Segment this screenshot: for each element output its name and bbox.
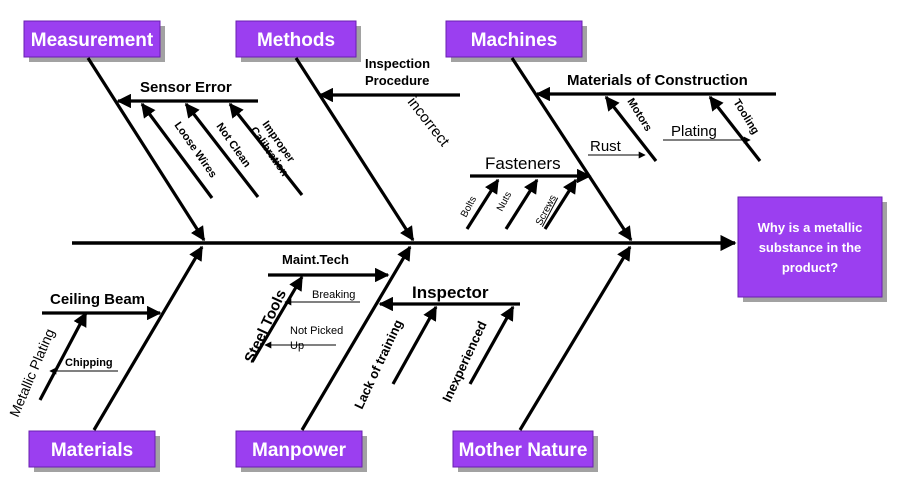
category-methods: Methods — [235, 20, 361, 62]
cause-inspector: Inspector — [412, 283, 489, 302]
effect-line-3: product? — [782, 260, 838, 275]
sub-steel-tools: Steel Tools — [241, 287, 290, 366]
sub-loose-wires: Loose Wires — [172, 120, 219, 180]
category-label: Mother Nature — [459, 440, 588, 461]
effect-box: Why is a metallic substance in the produ… — [737, 196, 887, 302]
bone-methods — [294, 57, 415, 242]
sub-bolts-arrow — [465, 178, 500, 230]
cause-inspection: Inspection — [365, 56, 430, 71]
sub-metallic-plating: Metallic Plating — [6, 326, 58, 419]
category-label: Measurement — [31, 30, 154, 51]
bone-manpower — [300, 245, 412, 431]
sub-steel-tools-arrow — [250, 275, 304, 363]
bone-measurement — [86, 57, 206, 242]
sub-not-clean-arrow — [184, 102, 260, 198]
effect-line-2: substance in the — [759, 240, 862, 255]
sub-tooling-arrow — [708, 95, 762, 162]
category-label: Materials — [51, 440, 133, 461]
sub-loose-wires-arrow — [140, 102, 214, 199]
category-materials: Materials — [28, 430, 160, 472]
sub-chipping: Chipping — [65, 357, 113, 369]
sub-incorrect: incorrect — [404, 94, 453, 150]
category-machines: Machines — [445, 20, 587, 62]
sub-inexperienced-arrow — [468, 305, 515, 385]
sub-lack-of-training-arrow — [391, 305, 438, 385]
sub-improper-calibration-arrow — [228, 102, 304, 196]
category-label: Machines — [471, 30, 558, 51]
category-label: Methods — [257, 30, 335, 51]
sub-plating: Plating — [671, 123, 717, 140]
bone-mother-nature — [518, 245, 632, 431]
sub-nuts-arrow — [504, 178, 539, 230]
cause-fasteners: Fasteners — [485, 154, 561, 173]
cause-maint-tech: Maint.Tech — [282, 252, 349, 267]
sub-metallic-plating-arrow — [38, 311, 88, 401]
sub-screws-arrow — [543, 178, 578, 230]
category-manpower: Manpower — [235, 430, 367, 472]
bone-materials — [92, 245, 204, 431]
sub-breaking: Breaking — [312, 289, 355, 301]
sub-rust: Rust — [590, 138, 622, 155]
cause-procedure: Procedure — [365, 73, 429, 88]
category-measurement: Measurement — [23, 20, 165, 62]
cause-ceiling-beam: Ceiling Beam — [50, 291, 145, 308]
sub-up: Up — [290, 340, 304, 352]
cause-materials-of-construction: Materials of Construction — [567, 72, 748, 89]
category-label: Manpower — [252, 440, 347, 461]
sub-not-picked: Not Picked — [290, 325, 343, 337]
category-mother-nature: Mother Nature — [452, 430, 598, 472]
effect-line-1: Why is a metallic — [758, 220, 863, 235]
cause-sensor-error: Sensor Error — [140, 79, 232, 96]
bone-machines — [510, 57, 633, 242]
sub-nuts: Nuts — [495, 190, 514, 213]
sub-motors-arrow — [604, 95, 658, 162]
